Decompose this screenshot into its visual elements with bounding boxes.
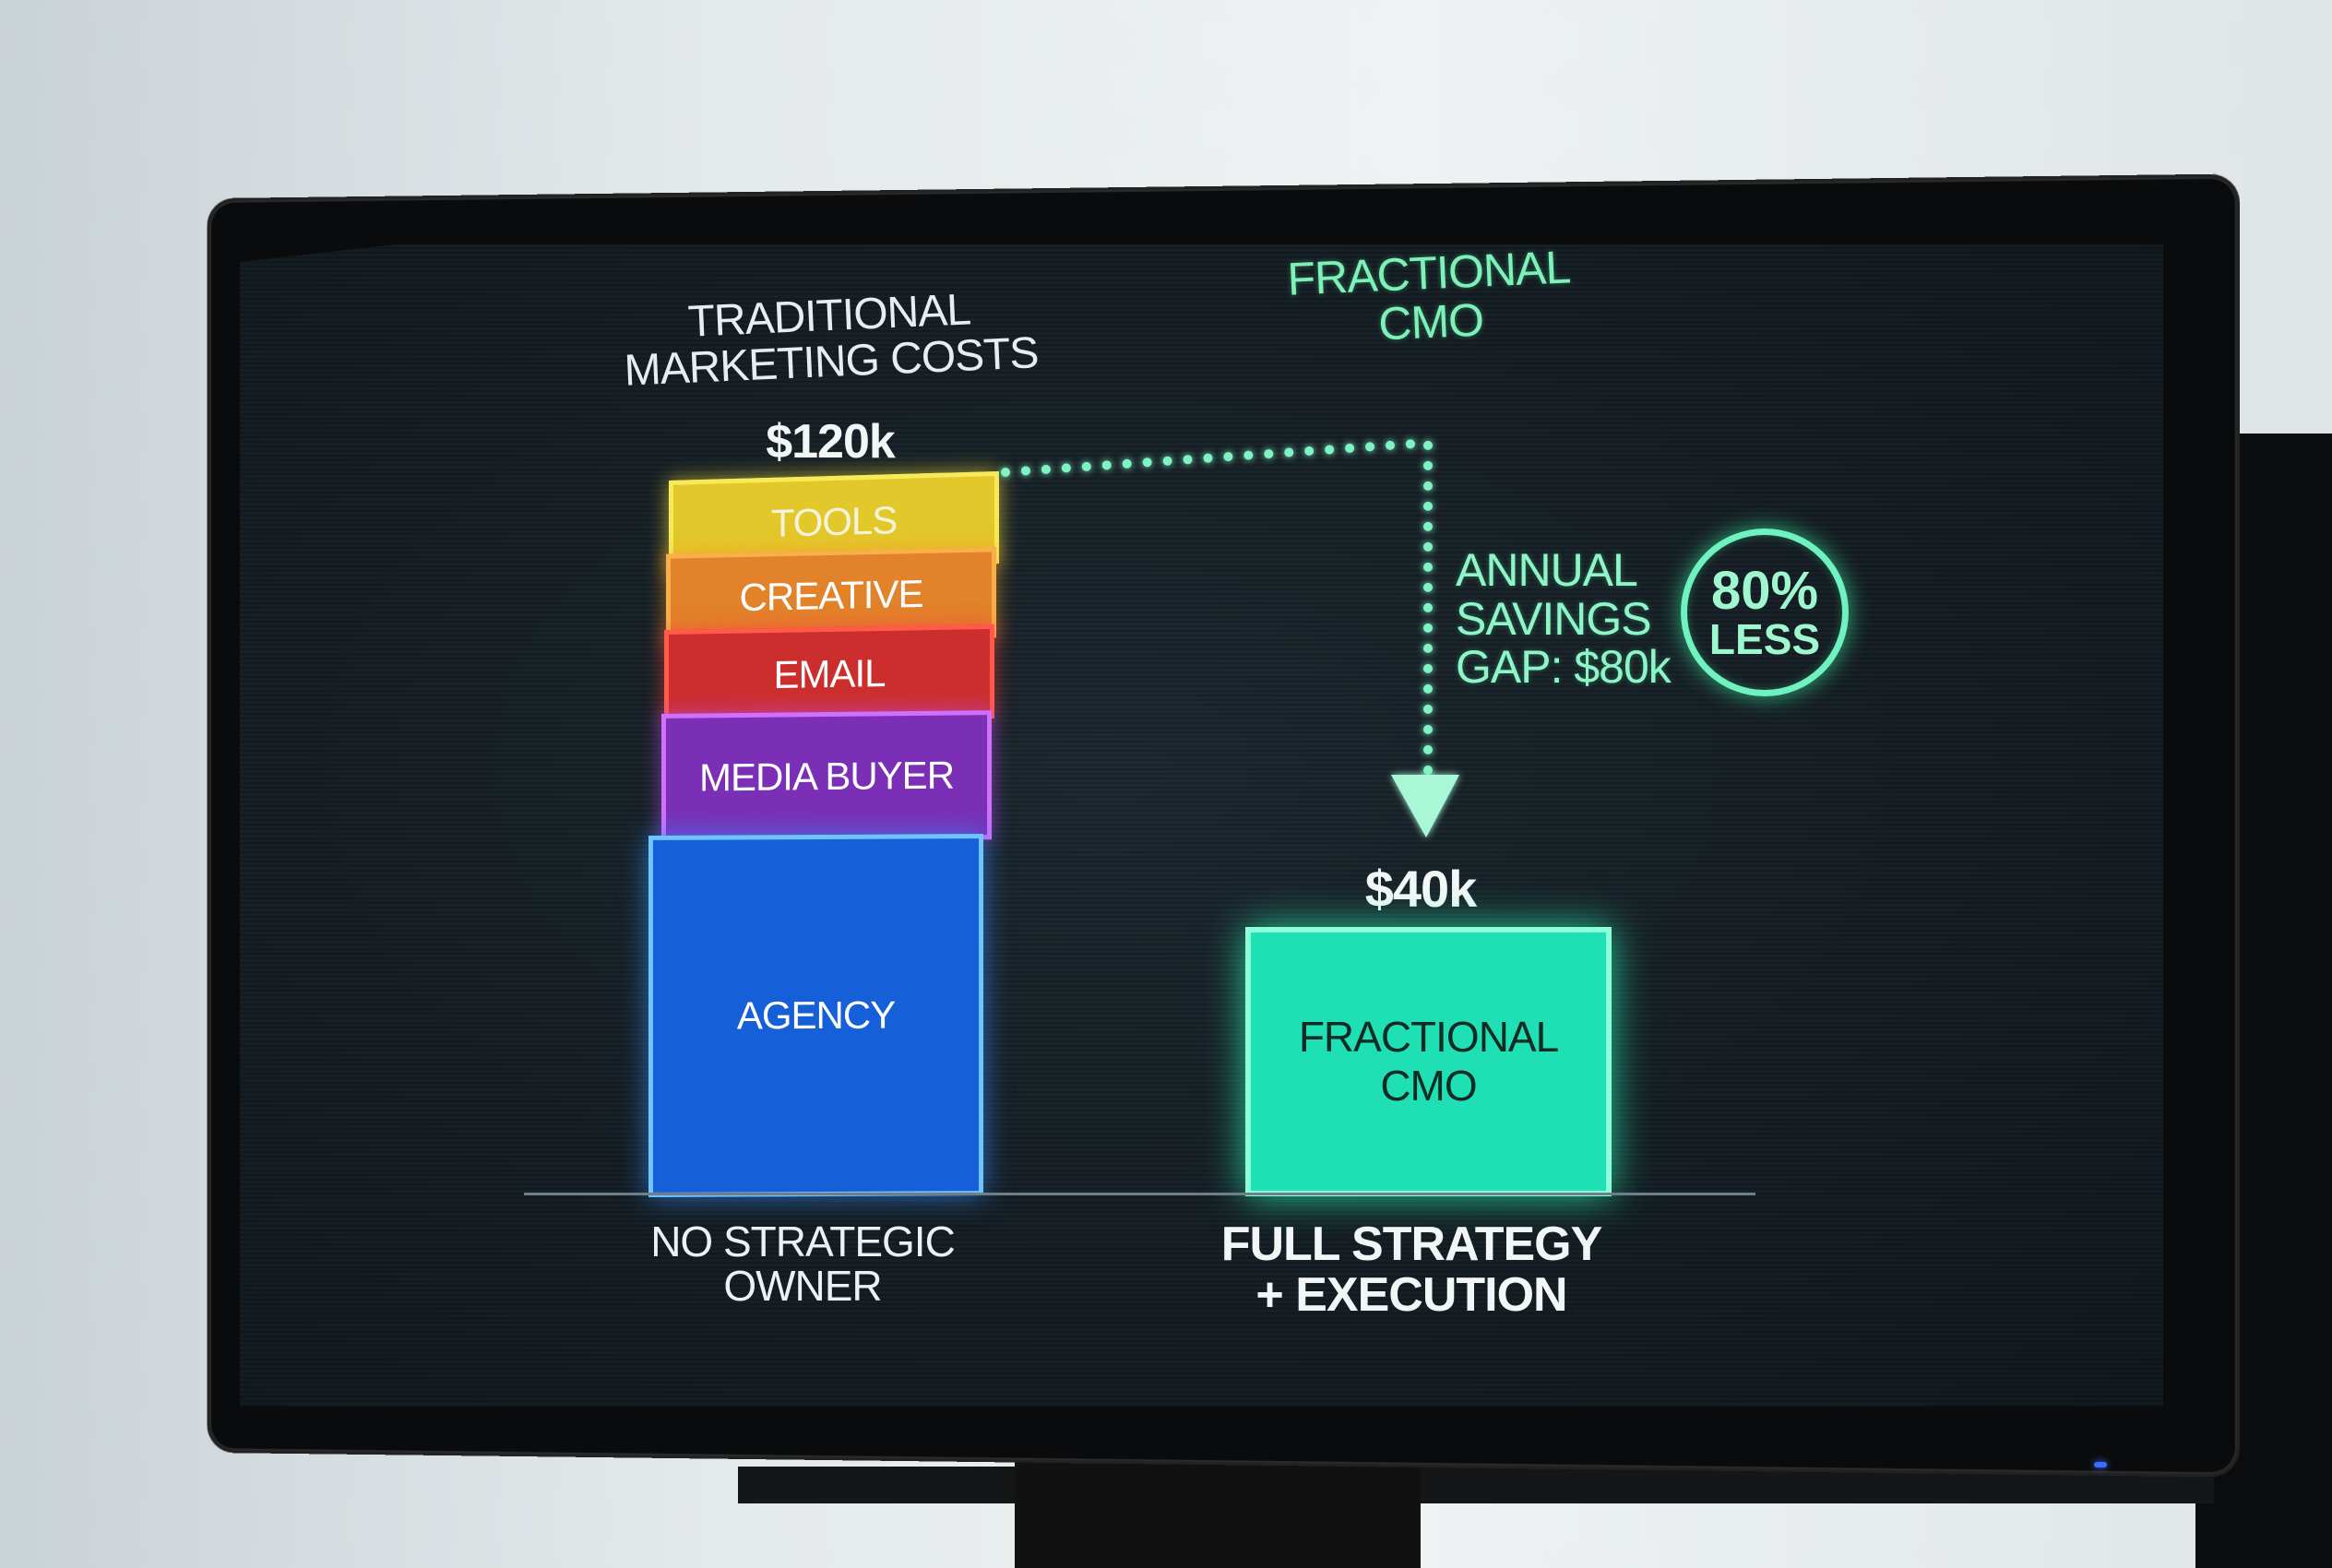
caption-line: OWNER: [723, 1262, 882, 1311]
caption-line: NO STRATEGIC: [650, 1218, 956, 1265]
bar-label: CMO: [1380, 1062, 1477, 1110]
fractional-total-label: $40k: [1364, 860, 1478, 918]
traditional-total-label: $120k: [766, 415, 896, 469]
annual-savings-annotation: ANNUAL SAVINGS GAP: $80k: [1456, 544, 1672, 693]
badge-percent: 80%: [1710, 561, 1819, 621]
monitor-base: [738, 1467, 2214, 1503]
savings-percent-badge: 80% LESS: [1681, 529, 1849, 696]
fractional-cmo-bar: FRACTIONAL CMO: [1245, 927, 1612, 1196]
savings-line: SAVINGS: [1456, 592, 1652, 645]
monitor-screen: [240, 244, 2163, 1407]
badge-text: LESS: [1708, 615, 1821, 663]
savings-line: GAP: $80k: [1456, 641, 1672, 693]
fractional-caption: FULL STRATEGY + EXECUTION: [1218, 1219, 1605, 1320]
chart-baseline: [524, 1193, 1755, 1195]
caption-line: FULL STRATEGY: [1220, 1218, 1603, 1271]
power-led-icon: [2094, 1462, 2107, 1467]
bar-label: FRACTIONAL: [1298, 1013, 1559, 1062]
caption-line: + EXECUTION: [1255, 1267, 1567, 1322]
traditional-caption: NO STRATEGIC OWNER: [627, 1219, 978, 1309]
savings-line: ANNUAL: [1456, 544, 1638, 596]
